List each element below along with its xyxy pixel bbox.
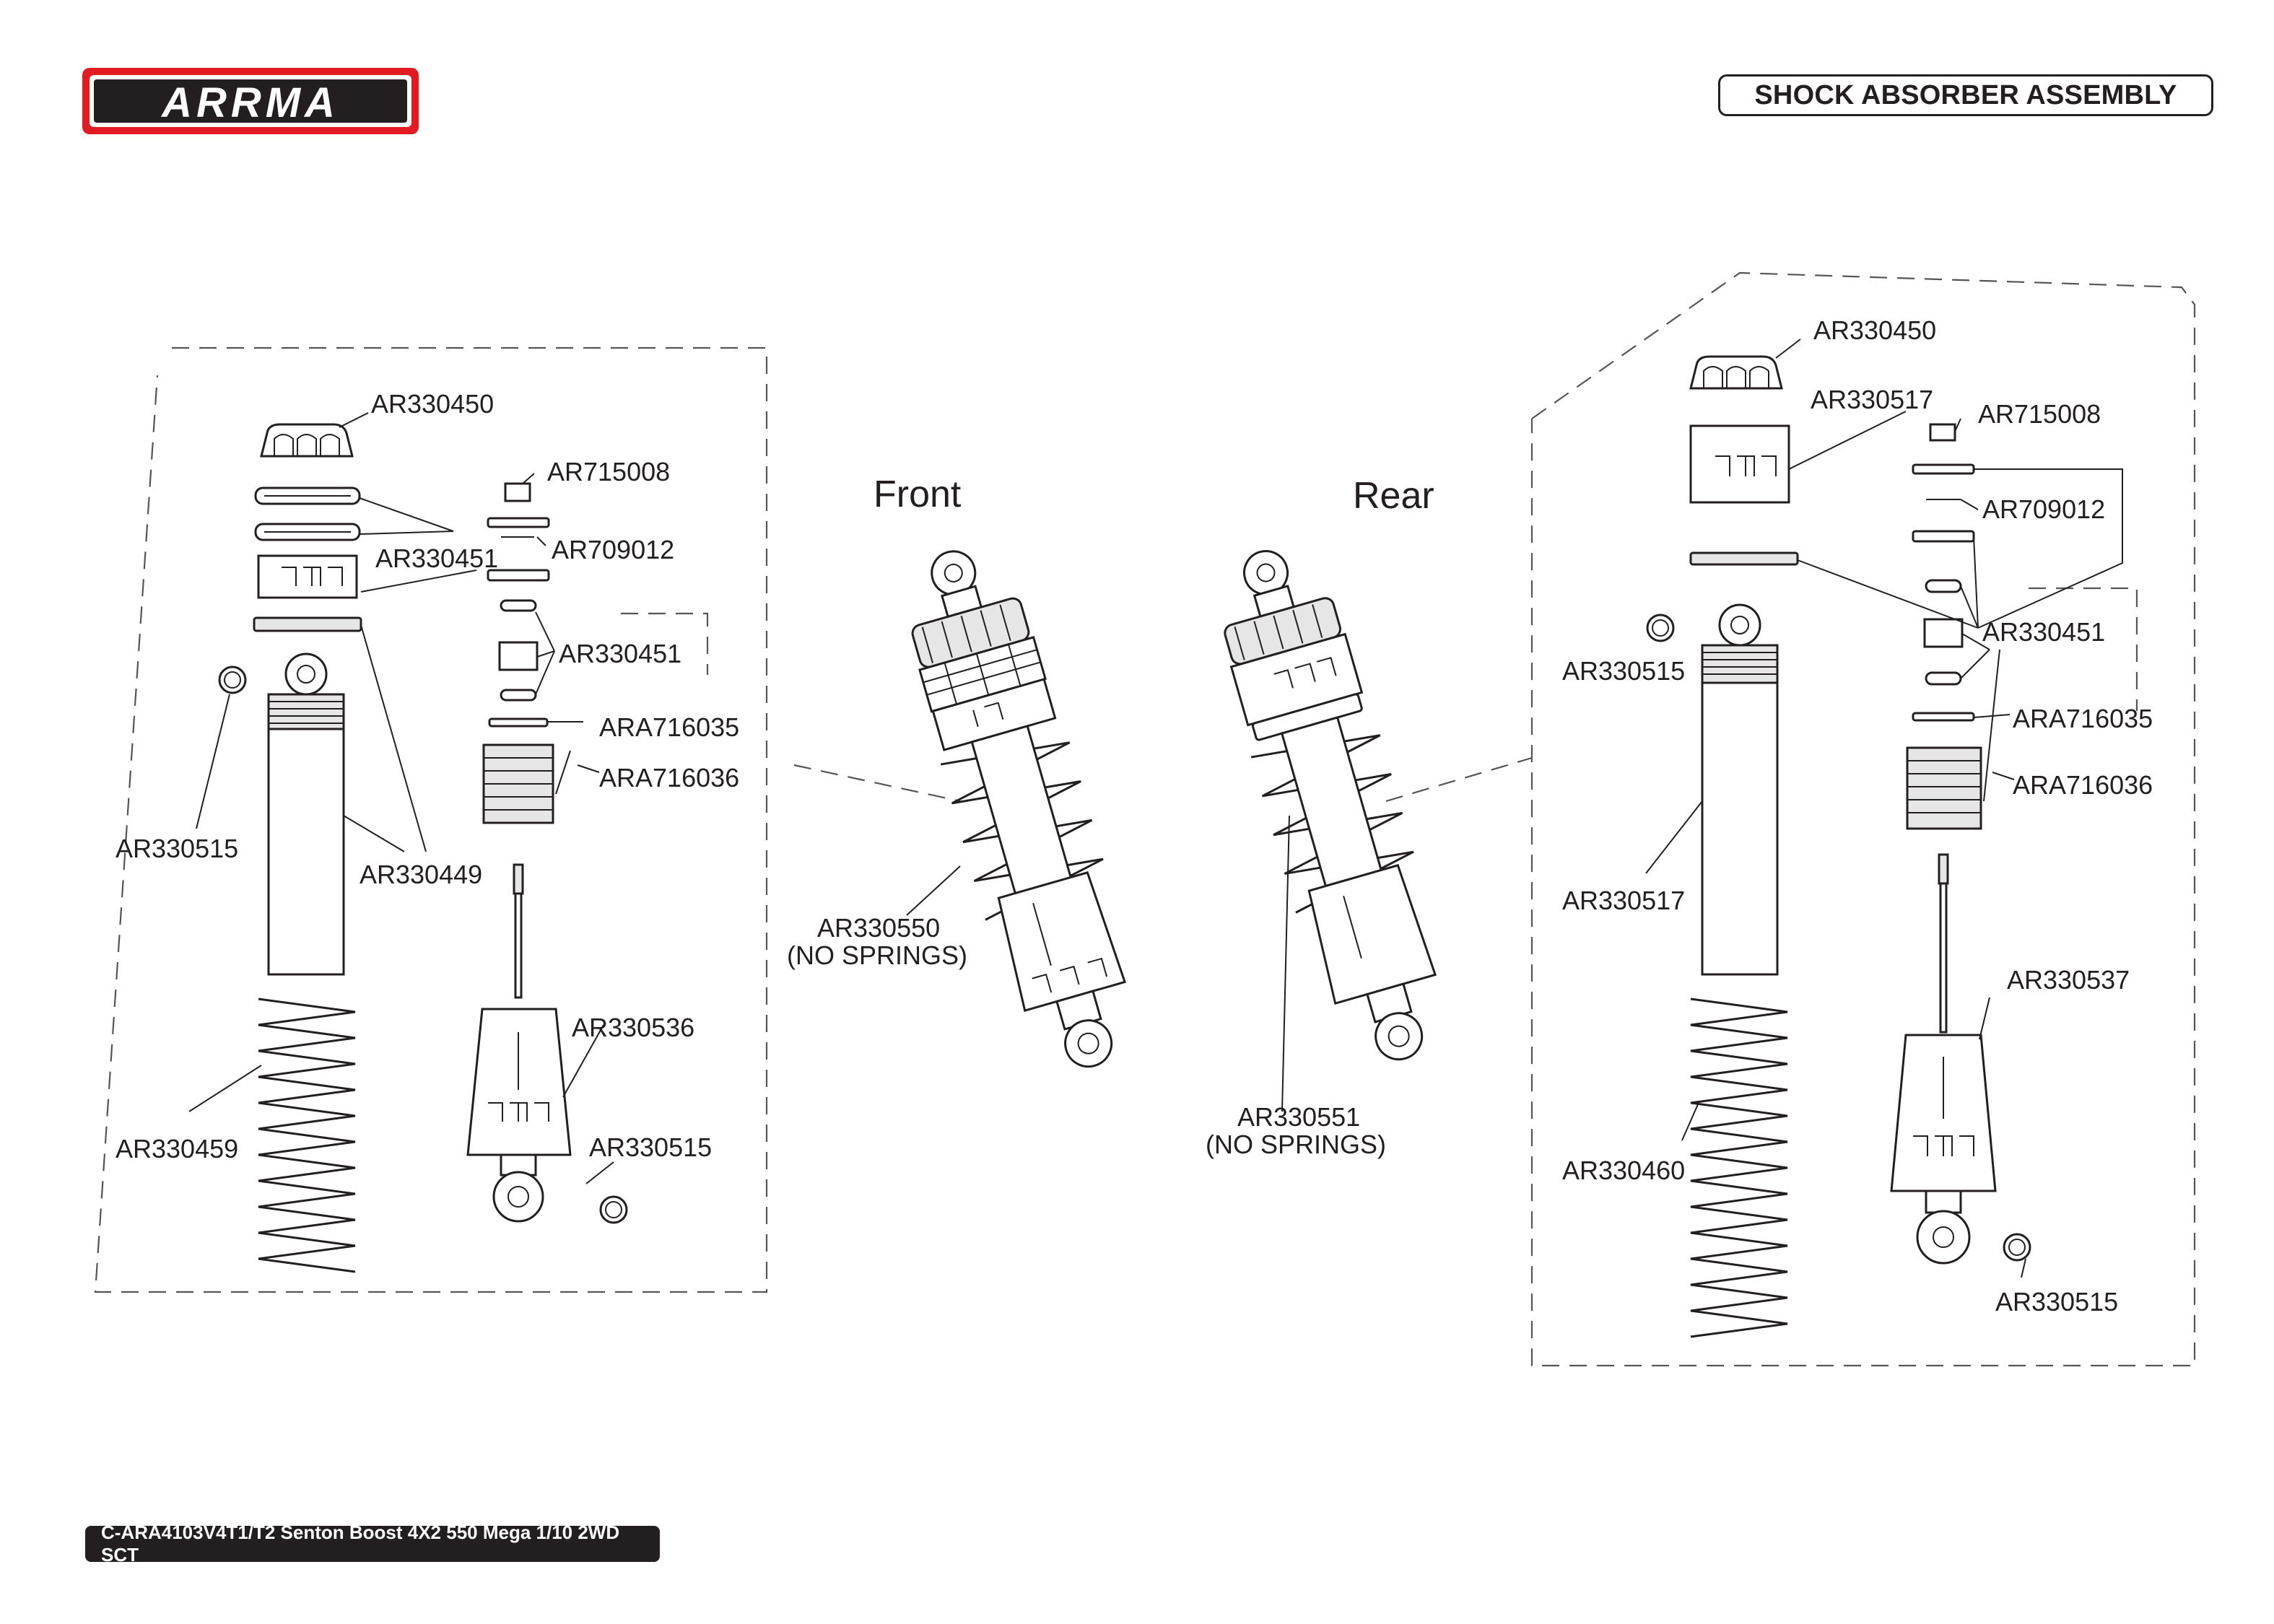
front-lower-end-part — [466, 1008, 628, 1224]
label-rear-bushing: AR330515 — [1562, 656, 1685, 686]
label-front-orings: AR330451 — [375, 543, 498, 573]
rear-assembled-shock — [1224, 550, 1437, 1061]
rear-shaft-part — [1938, 853, 1949, 1034]
rear-cap-part — [1689, 355, 1783, 390]
label-front-body: AR330449 — [360, 860, 482, 889]
front-cap-part — [260, 423, 354, 458]
rear-bushing-part — [1646, 614, 1675, 642]
label-front-collar: AR330451 — [559, 639, 681, 668]
label-front-lower-end: AR330536 — [572, 1013, 694, 1042]
label-front-washer: AR709012 — [552, 535, 674, 564]
label-rear-nut: AR715008 — [1978, 399, 2101, 429]
front-shaft-part — [513, 863, 524, 999]
front-body-part — [267, 652, 345, 976]
label-front-cartridge: ARA716036 — [599, 763, 739, 793]
label-front-lower-bushing: AR330515 — [589, 1132, 712, 1162]
label-rear-lower-end: AR330537 — [2007, 965, 2130, 995]
label-rear-body: AR330517 — [1562, 886, 1685, 915]
rear-leader-lines — [1645, 339, 2123, 1278]
rear-small-parts — [1912, 423, 1975, 722]
label-rear-orings: AR330451 — [1982, 617, 2105, 647]
label-rear-collar: AR330517 — [1811, 385, 1933, 414]
label-front-spring: AR330459 — [116, 1134, 238, 1164]
front-dashed-frame — [94, 346, 768, 1293]
label-rear-washer: AR709012 — [1982, 494, 2105, 524]
page-title: SHOCK ABSORBER ASSEMBLY — [1718, 74, 2213, 116]
label-rear-cartridge: ARA716036 — [2013, 770, 2153, 800]
rear-spring-part — [1690, 997, 1788, 1338]
label-rear-assembly-note: (NO SPRINGS) — [1206, 1130, 1386, 1159]
rear-lower-end-part — [1890, 1034, 2031, 1265]
front-bushing-part — [218, 665, 247, 694]
label-front-assembly: AR330550 — [817, 913, 940, 943]
label-rear-spring: AR330460 — [1562, 1156, 1685, 1185]
label-rear-cap: AR330450 — [1813, 315, 1936, 345]
front-small-parts — [487, 482, 550, 728]
rear-body-part — [1701, 603, 1779, 976]
front-cartridge-part — [482, 743, 554, 824]
label-front-piston: ARA716035 — [599, 712, 739, 742]
label-front-cap: AR330450 — [371, 389, 494, 419]
front-oring-stack — [254, 486, 361, 541]
svg-text:ARRMA: ARRMA — [160, 79, 339, 126]
label-rear-piston: ARA716035 — [2013, 704, 2153, 733]
front-spring-part — [258, 997, 356, 1273]
label-front-assembly-note: (NO SPRINGS) — [787, 940, 967, 970]
label-front-bushing: AR330515 — [116, 834, 238, 863]
label-rear-assembly: AR330551 — [1237, 1102, 1360, 1132]
front-collar-part — [253, 554, 362, 632]
front-assembled-shock — [911, 550, 1127, 1068]
front-view-label: Front — [874, 473, 962, 515]
rear-cartridge-part — [1906, 746, 1982, 830]
arrma-logo: ARRMA — [82, 68, 419, 134]
rear-dashed-frame — [1530, 271, 2196, 1367]
front-leader-lines — [188, 412, 614, 1184]
assembly-leader-lines — [906, 815, 1290, 1112]
rear-collar-part — [1689, 424, 1799, 566]
label-front-nut: AR715008 — [547, 457, 670, 486]
label-rear-lower-bushing: AR330515 — [1995, 1287, 2118, 1317]
rear-view-label: Rear — [1353, 475, 1434, 517]
